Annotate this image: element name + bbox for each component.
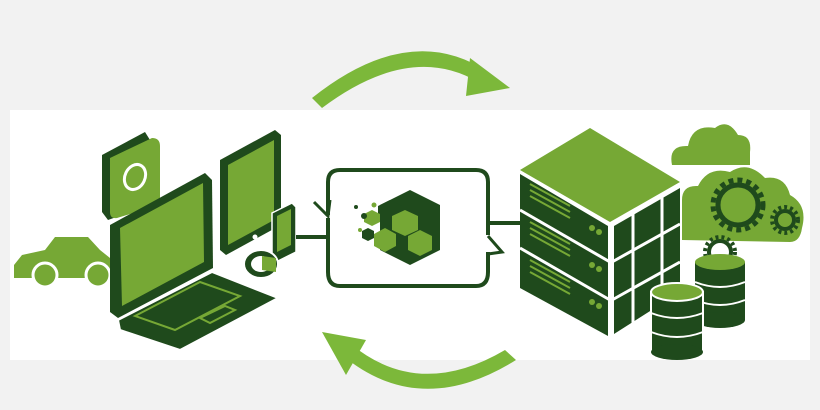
top-cycle-arrow-icon — [312, 51, 510, 108]
tablet-icon — [220, 130, 281, 255]
gear-cloud-icon — [682, 167, 804, 269]
car-icon — [14, 237, 112, 289]
phone-icon — [271, 202, 297, 263]
hub-box — [312, 168, 505, 288]
bottom-cycle-arrow-icon — [322, 332, 516, 389]
smartwatch-icon — [243, 249, 279, 279]
database-icon — [650, 282, 704, 360]
hex-cluster-icon — [354, 190, 440, 265]
cloud-icon — [671, 124, 751, 165]
laptop-icon — [110, 173, 281, 352]
camera-icon — [102, 132, 160, 220]
